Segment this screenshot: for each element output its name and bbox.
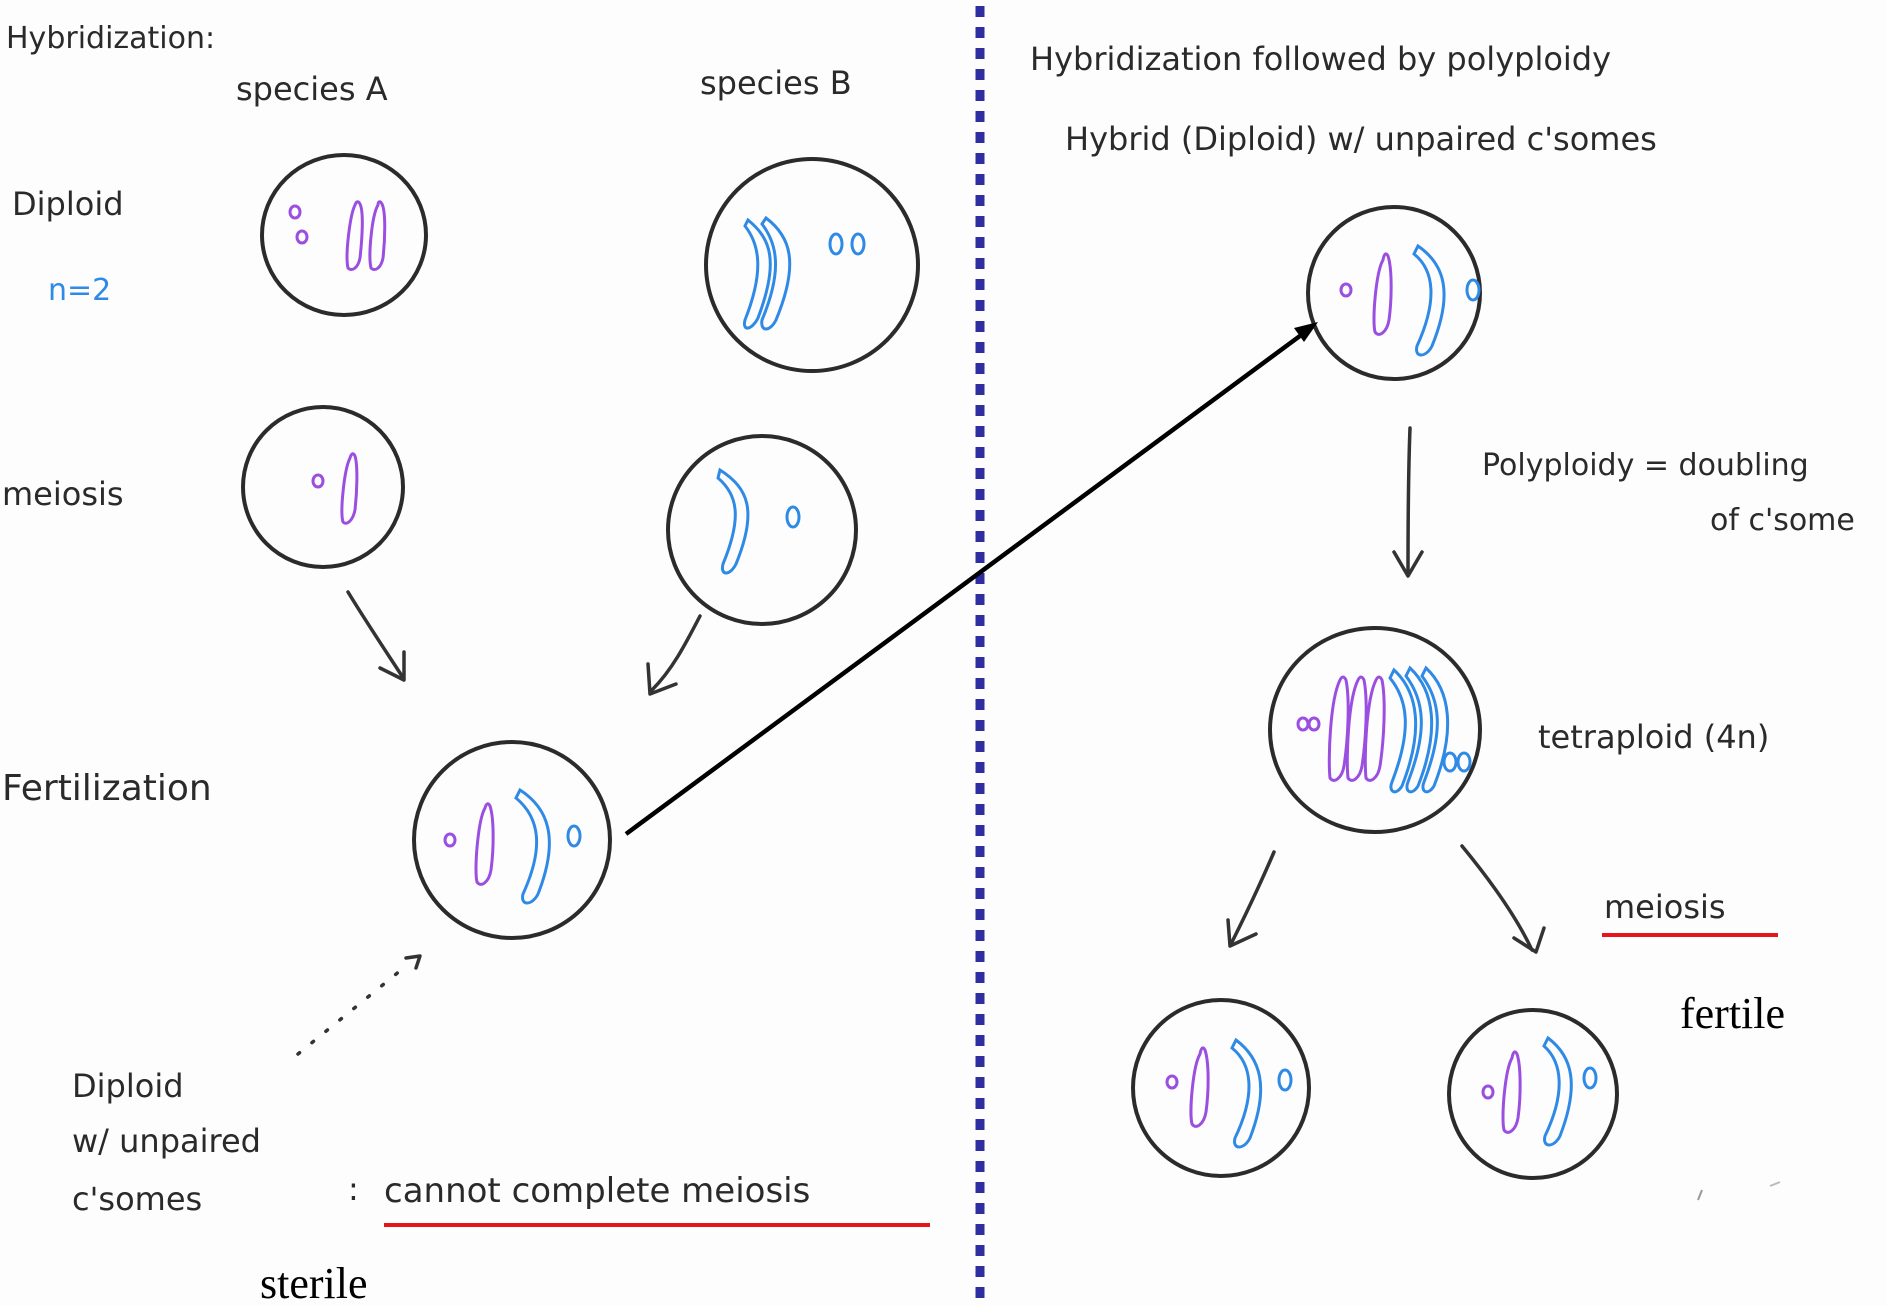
arrow-hybrid-to-polyploidy bbox=[624, 322, 1318, 836]
sterile-label: sterile bbox=[260, 1259, 368, 1306]
row-label-fertilization: Fertilization bbox=[2, 768, 212, 809]
cell-offspring-2 bbox=[1447, 1008, 1619, 1180]
hybrid-note-line2: w/ unpaired bbox=[72, 1122, 261, 1160]
cell-species-b-diploid bbox=[704, 157, 920, 373]
arrow-polyploidy-down bbox=[1392, 426, 1424, 578]
tetraploid-label: tetraploid (4n) bbox=[1538, 718, 1769, 756]
polyploidy-note-line2: of c'some bbox=[1710, 503, 1855, 538]
stray-mark bbox=[1697, 1189, 1703, 1201]
arrow-a-to-hybrid bbox=[346, 590, 406, 682]
row-label-meiosis: meiosis bbox=[2, 475, 124, 513]
cell-species-b-gamete bbox=[666, 434, 858, 626]
polyploidy-note-line1: Polyploidy = doubling bbox=[1482, 448, 1809, 483]
dotted-pointer bbox=[296, 954, 422, 1056]
species-a-label: species A bbox=[236, 70, 388, 108]
n-equals-label: n=2 bbox=[48, 273, 111, 308]
cell-hybrid-right bbox=[1306, 205, 1482, 381]
cell-species-a-gamete bbox=[241, 405, 405, 569]
fertile-label: fertile bbox=[1680, 989, 1785, 1038]
cell-tetraploid bbox=[1268, 626, 1482, 834]
arrow-to-offspring-1 bbox=[1226, 850, 1276, 948]
hybrid-note-line1: Diploid bbox=[72, 1067, 184, 1105]
colon-mark: : bbox=[348, 1170, 359, 1208]
cannot-complete-label: cannot complete meiosis bbox=[384, 1171, 810, 1211]
meiosis-label-right: meiosis bbox=[1604, 888, 1726, 926]
right-title: Hybridization followed by polyploidy bbox=[1030, 40, 1611, 78]
left-title: Hybridization: bbox=[6, 21, 215, 56]
cell-species-a-diploid bbox=[260, 153, 428, 317]
arrow-to-offspring-2 bbox=[1460, 844, 1546, 954]
right-subtitle: Hybrid (Diploid) w/ unpaired c'somes bbox=[1065, 120, 1657, 158]
cell-offspring-1 bbox=[1131, 998, 1311, 1178]
cell-hybrid-left bbox=[412, 740, 612, 940]
stray-mark bbox=[1769, 1181, 1781, 1187]
arrow-b-to-hybrid bbox=[646, 614, 702, 696]
species-b-label: species B bbox=[700, 64, 852, 102]
hybrid-note-line3: c'somes bbox=[72, 1180, 202, 1218]
row-label-diploid: Diploid bbox=[12, 185, 124, 223]
